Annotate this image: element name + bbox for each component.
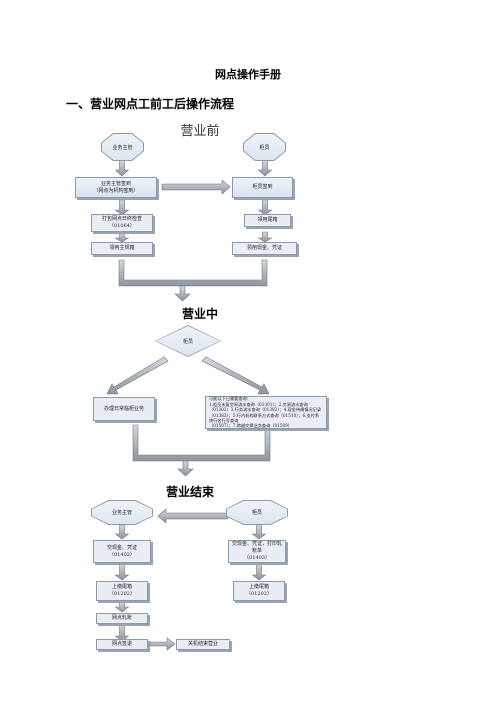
end-teller-node: 柜员 [226, 500, 288, 525]
supervisor-sign-in-box: 业务主管签到 （网点为机构签到） [75, 177, 157, 198]
query-list-box: 可能以下日需要查询： 1.柜员未复交易流水查询（01301）；2.交易流水查询（… [205, 396, 327, 429]
daily-business-box: 办理日常临柜业务 [93, 397, 155, 421]
supervisor-tail-box-submit-box: 上缴尾箱 （01202） [96, 581, 148, 601]
collect-main-box-box: 领用主规箱 [91, 242, 153, 255]
arrow-down [251, 562, 267, 581]
branch-day-end-check-box: 打包网点日终检查 （01064） [91, 214, 153, 232]
arrow-down [177, 460, 194, 477]
end-supervisor-node: 业务主管 [91, 500, 153, 525]
phase-end-title: 营业结束 [165, 485, 214, 499]
collect-tail-box-box: 领用尾箱 [244, 214, 291, 227]
branch-balance-box: 网点轧账 [96, 613, 148, 624]
arrow-diagonal [106, 356, 169, 395]
collect-cash-voucher-box: 领用现金、凭证 [232, 242, 297, 255]
document-title: 网点操作手册 [215, 68, 281, 81]
arrow-down [251, 524, 267, 540]
arrow-diagonal [201, 356, 270, 395]
arrow-down [257, 199, 273, 216]
phase-before-title: 营业前 [180, 124, 220, 139]
teller-handover-box: 交现金、凭证，打印轧账单 （01403） [228, 540, 286, 563]
shutdown-box: 关机结束营业 [176, 639, 230, 650]
arrow-down [174, 285, 191, 302]
start-supervisor-label: 业务主管 [102, 134, 143, 160]
teller-tail-box-submit-box: 上缴尾箱 （01202） [233, 581, 285, 601]
arrow-down [257, 231, 273, 243]
arrow-down [114, 524, 130, 540]
end-teller-label: 柜员 [227, 501, 287, 524]
arrow-down [257, 159, 273, 177]
arrow-left [157, 508, 229, 524]
teller-sign-in-box: 柜员签到 [232, 177, 293, 198]
arrow-right [161, 179, 231, 195]
start-teller-node: 柜员 [243, 133, 286, 161]
start-teller-label: 柜员 [244, 134, 285, 160]
merge-bracket [118, 259, 268, 287]
end-supervisor-label: 业务主管 [92, 501, 152, 524]
arrow-down [114, 601, 130, 613]
arrow-down [114, 199, 130, 216]
arrow-down [114, 231, 130, 243]
start-supervisor-node: 业务主管 [101, 133, 144, 161]
arrow-down [114, 623, 130, 642]
branch-sign-out-box: 网点签退 [96, 639, 148, 650]
merge-bracket [132, 424, 271, 462]
arrow-right [149, 637, 176, 651]
section-title: 一、营业网点工前工后操作流程 [66, 97, 235, 111]
arrow-down [114, 562, 130, 581]
supervisor-handover-box: 交现金、凭证 （01402） [93, 540, 151, 563]
phase-during-title: 营业中 [181, 307, 218, 321]
arrow-down [114, 159, 130, 177]
